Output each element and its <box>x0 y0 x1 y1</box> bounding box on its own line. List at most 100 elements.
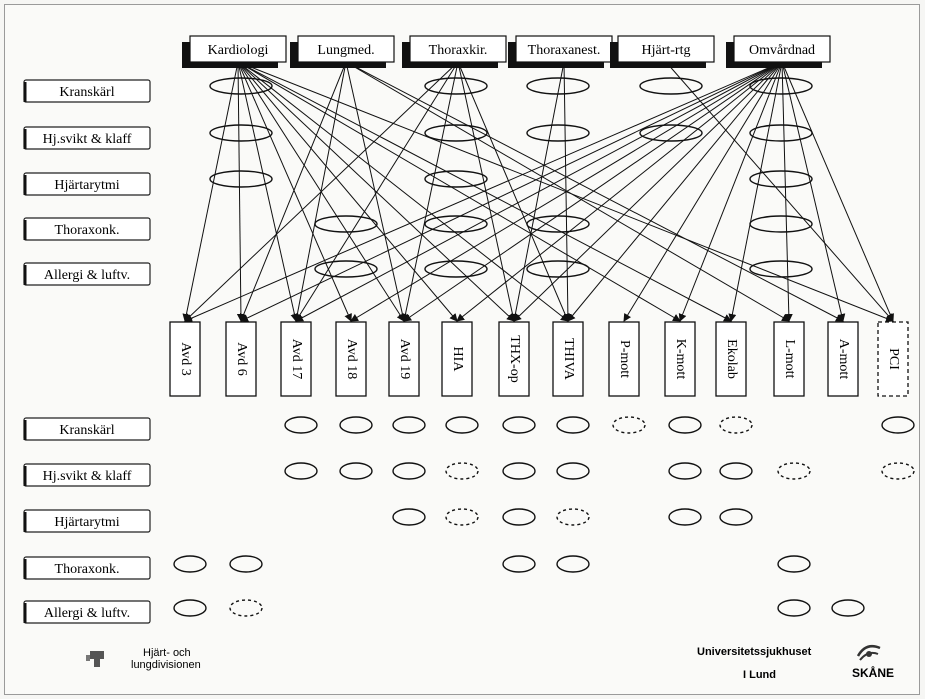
ward-label: A-mott <box>836 339 851 380</box>
department-thoraxkir: Thoraxkir. <box>402 35 507 68</box>
ward-avd18: Avd 18 <box>335 321 367 397</box>
edge-thoraxkir-to-avd3 <box>184 61 459 322</box>
department-box <box>617 35 715 63</box>
lower-ellipse-allergi-avd3 <box>173 599 207 617</box>
lower-ellipse-hjsvikt-hia <box>445 462 479 480</box>
lower-ellipse-hjsvikt-pci <box>881 462 915 480</box>
department-label: Omvårdnad <box>749 43 815 58</box>
upper-ellipse-hjartarytmi-kardiologi <box>209 170 273 188</box>
edge-omvardnad-to-k-mott <box>678 61 783 322</box>
category-label: Allergi & luftv. <box>44 606 130 621</box>
ward-label: THIVA <box>561 338 576 381</box>
ward-box <box>715 321 747 397</box>
lower-ellipse-allergi-l-mott <box>777 599 811 617</box>
edge-omvardnad-to-avd18 <box>350 61 783 322</box>
upper-ellipse-hjsvikt-thoraxkir <box>424 124 488 142</box>
ward-box <box>441 321 473 397</box>
lower-category-thoraxonk: Thoraxonk. <box>23 556 151 580</box>
lower-ellipse-hjartarytmi-hia <box>445 508 479 526</box>
ward-box <box>169 321 201 397</box>
ward-ekolab: Ekolab <box>715 321 747 397</box>
lower-ellipse-allergi-avd6 <box>229 599 263 617</box>
lower-ellipse-thoraxonk-l-mott <box>777 555 811 573</box>
ward-box <box>335 321 367 397</box>
ward-box <box>225 321 257 397</box>
skane-label: SKÅNE <box>852 665 894 680</box>
lower-ellipse-hjsvikt-avd18 <box>339 462 373 480</box>
ward-label: Avd 17 <box>289 339 304 380</box>
ward-label: Ekolab <box>724 339 739 379</box>
upper-ellipse-thoraxonk-thoraxkir <box>424 215 488 233</box>
ward-label: P-mott <box>617 340 632 378</box>
upper-ellipse-allergi-lungmed <box>314 260 378 278</box>
upper-ellipse-allergi-thoraxanest <box>526 260 590 278</box>
ward-thx-op: THX-op <box>498 321 530 397</box>
ward-label: K-mott <box>673 339 688 380</box>
edge-kardiologi-to-avd18 <box>237 61 352 322</box>
upper-category-kranskarl: Kranskärl <box>23 79 151 103</box>
lower-ellipse-kranskarl-p-mott <box>612 416 646 434</box>
lower-ellipse-kranskarl-hia <box>445 416 479 434</box>
ward-pci: PCI <box>877 321 909 397</box>
edge-omvardnad-to-ekolab <box>728 61 783 322</box>
department-kardiologi: Kardiologi <box>182 35 287 68</box>
ward-avd6: Avd 6 <box>225 321 257 397</box>
lower-ellipse-kranskarl-avd19 <box>392 416 426 434</box>
edge-omvardnad-to-p-mott <box>623 61 783 322</box>
lower-ellipse-kranskarl-avd17 <box>284 416 318 434</box>
edge-lungmed-to-a-mott <box>345 61 844 322</box>
ward-box <box>773 321 805 397</box>
ward-label: THX-op <box>507 335 522 382</box>
lower-ellipse-hjartarytmi-ekolab <box>719 508 753 526</box>
lower-ellipses <box>173 416 915 617</box>
upper-ellipse-thoraxonk-thoraxanest <box>526 215 590 233</box>
edge-omvardnad-to-avd19 <box>403 61 783 322</box>
upper-ellipse-kranskarl-thoraxkir <box>424 77 488 95</box>
edge-hjart-rtg-to-pci <box>665 61 894 322</box>
lower-category-kranskarl: Kranskärl <box>23 417 151 441</box>
logo-layer: Hjärt- och lungdivisionen Universitetssj… <box>86 645 894 681</box>
ward-thiva: THIVA <box>552 321 584 397</box>
edge-omvardnad-to-thiva <box>567 61 783 322</box>
lower-category-hjsvikt: Hj.svikt & klaff <box>23 463 151 487</box>
ward-box <box>280 321 312 397</box>
lower-ellipse-thoraxonk-avd6 <box>229 555 263 573</box>
lower-ellipse-thoraxonk-thx-op <box>502 555 536 573</box>
edge-thoraxkir-to-avd19 <box>401 61 459 322</box>
lower-ellipse-kranskarl-thx-op <box>502 416 536 434</box>
edge-kardiologi-to-avd3 <box>182 61 239 322</box>
edge-omvardnad-to-hia <box>456 61 783 322</box>
category-label: Thoraxonk. <box>55 223 120 238</box>
edges-layer <box>182 61 894 323</box>
category-label: Hjärtarytmi <box>54 515 119 530</box>
upper-ellipse-hjsvikt-kardiologi <box>209 124 273 142</box>
ward-box <box>877 321 909 397</box>
edge-omvardnad-to-thx-op <box>513 61 783 322</box>
ward-k-mott: K-mott <box>664 321 696 397</box>
lower-category-allergi: Allergi & luftv. <box>23 600 151 624</box>
ward-p-mott: P-mott <box>608 321 640 397</box>
upper-ellipse-allergi-thoraxkir <box>424 260 488 278</box>
upper-ellipse-hjartarytmi-thoraxkir <box>424 170 488 188</box>
lower-category-hjartarytmi: Hjärtarytmi <box>23 509 151 533</box>
lower-ellipse-kranskarl-thiva <box>556 416 590 434</box>
upper-ellipse-kranskarl-hjart-rtg <box>639 77 703 95</box>
ward-box <box>388 321 420 397</box>
division-logo-icon <box>86 651 104 667</box>
upper-category-allergi: Allergi & luftv. <box>23 262 151 286</box>
edge-thoraxkir-to-thx-op <box>457 61 517 322</box>
upper-ellipse-kranskarl-omvardnad <box>749 77 813 95</box>
department-label: Thoraxkir. <box>429 43 488 58</box>
edge-thoraxkir-to-avd17 <box>295 61 459 322</box>
category-label: Thoraxonk. <box>55 562 120 577</box>
department-omvardnad: Omvårdnad <box>726 35 831 68</box>
category-label: Hj.svikt & klaff <box>43 469 132 484</box>
upper-category-thoraxonk: Thoraxonk. <box>23 217 151 241</box>
department-box <box>409 35 507 63</box>
edge-kardiologi-to-thx-op <box>237 61 515 322</box>
ward-l-mott: L-mott <box>773 321 805 397</box>
ward-label: Avd 19 <box>397 339 412 380</box>
lower-ellipse-kranskarl-ekolab <box>719 416 753 434</box>
